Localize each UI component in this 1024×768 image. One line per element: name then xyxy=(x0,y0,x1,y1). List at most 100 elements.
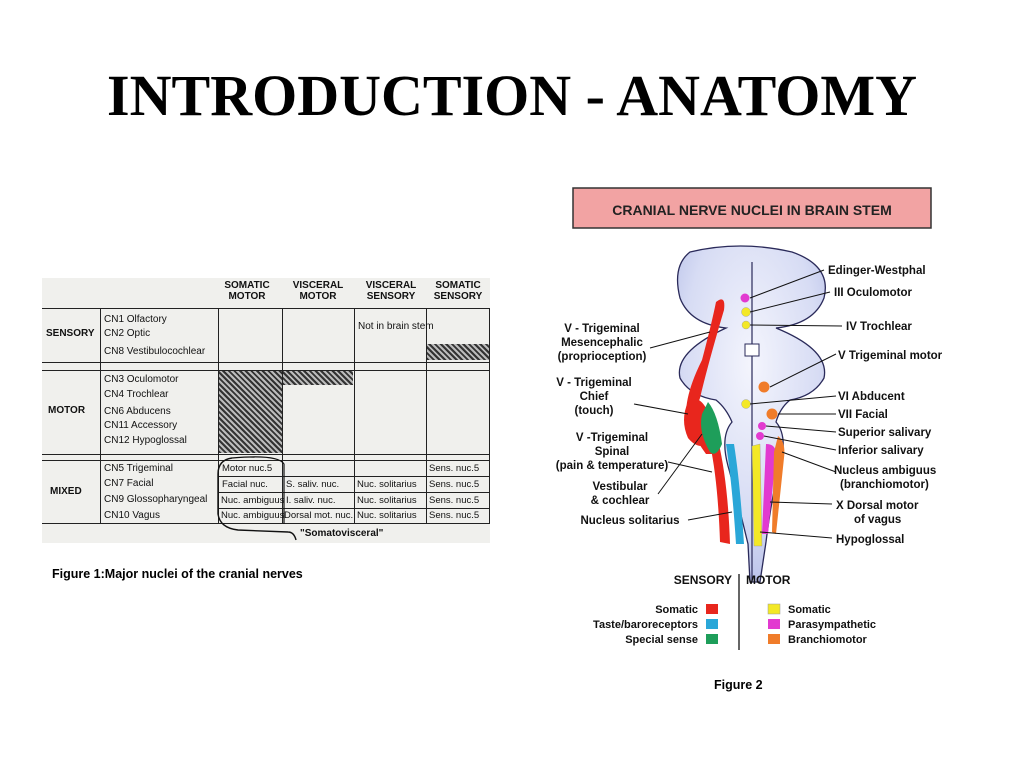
legend-sensory-title: SENSORY xyxy=(674,573,732,587)
hypoglossal-nucleus xyxy=(751,443,763,547)
group-label-sensory: SENSORY xyxy=(46,328,95,339)
trochlear-nucleus xyxy=(741,320,751,330)
table-rule xyxy=(42,370,490,371)
legend-swatch-branchiomotor xyxy=(768,634,780,644)
legend-swatch-special-sense xyxy=(706,634,718,644)
trigeminal-spinal-nucleus xyxy=(710,440,730,544)
somatovisceral-bracket xyxy=(217,456,297,541)
label-trigeminal-mesencephalic: V - Trigeminal xyxy=(564,323,639,335)
label-trigeminal-chief: Chief xyxy=(580,391,609,403)
legend-swatch-somatic-motor xyxy=(767,603,781,615)
label-nucleus-solitarius: Nucleus solitarius xyxy=(580,515,679,527)
table-rule xyxy=(218,308,219,523)
table-rule xyxy=(42,308,490,309)
table-rule xyxy=(426,308,427,523)
label-nucleus-ambiguus: (branchiomotor) xyxy=(840,479,929,491)
table-rule xyxy=(42,523,490,524)
label-superior-salivary: Superior salivary xyxy=(838,427,932,439)
nucleus-solitarius xyxy=(726,444,744,544)
nerve-label: CN1 Olfactory xyxy=(104,314,167,325)
table-cell: Sens. nuc.5 xyxy=(429,495,480,506)
group-label-motor: MOTOR xyxy=(48,405,86,416)
label-trigeminal-mesencephalic: Mesencephalic xyxy=(561,337,643,349)
legend-swatch-taste xyxy=(706,619,718,629)
leader-lines-right xyxy=(749,269,843,539)
nucleus-ambiguus xyxy=(772,436,785,534)
nerve-label: CN4 Trochlear xyxy=(104,389,169,400)
nerve-label: CN2 Optic xyxy=(104,328,151,339)
slide-title: INTRODUCTION - ANATOMY xyxy=(107,63,917,128)
nerve-label: CN5 Trigeminal xyxy=(104,463,173,474)
legend-swatch-somatic-sensory xyxy=(706,604,718,614)
hatched-cell xyxy=(427,344,489,360)
facial-nucleus xyxy=(766,408,778,420)
label-trigeminal-spinal: Spinal xyxy=(595,446,630,458)
label-edinger-westphal: Edinger-Westphal xyxy=(828,265,926,277)
nerve-label: CN10 Vagus xyxy=(104,510,160,521)
table-cell: Sens. nuc.5 xyxy=(429,463,480,474)
table-rule xyxy=(100,308,101,523)
abducent-nucleus xyxy=(741,399,751,409)
group-label-mixed: MIXED xyxy=(50,486,82,497)
nerve-label: CN6 Abducens xyxy=(104,406,171,417)
leader-lines-left xyxy=(633,331,733,521)
label-trigeminal-motor: V Trigeminal motor xyxy=(838,350,943,362)
oculomotor-nucleus xyxy=(741,307,751,317)
column-header-somatic-motor: SOMATIC MOTOR xyxy=(224,280,270,302)
table-cell: Nuc. ambiguus xyxy=(221,495,285,506)
legend-motor-title: MOTOR xyxy=(746,573,791,587)
dorsal-motor-vagus-nucleus xyxy=(762,444,776,534)
hatched-cell xyxy=(219,371,282,453)
label-trigeminal-spinal: V -Trigeminal xyxy=(576,432,648,444)
table-rule xyxy=(354,308,355,523)
table-rule xyxy=(42,454,490,455)
label-vestibular-cochlear: Vestibular xyxy=(593,481,648,493)
table-cell: Sens. nuc.5 xyxy=(429,479,480,490)
legend-swatch-parasympathetic xyxy=(768,619,780,629)
label-facial: VII Facial xyxy=(838,409,888,421)
label-trigeminal-chief: V - Trigeminal xyxy=(556,377,631,389)
legend-sensory-somatic: Somatic xyxy=(655,604,698,616)
inferior-salivary-nucleus xyxy=(756,432,764,440)
column-header-visceral-sensory: VISCERAL SENSORY xyxy=(365,280,417,302)
nerve-label: CN12 Hypoglossal xyxy=(104,435,187,446)
table-rule xyxy=(282,308,283,523)
table-cell: Facial nuc. xyxy=(222,479,268,490)
figure2-caption: Figure 2 xyxy=(714,678,763,692)
table-rule xyxy=(489,308,490,523)
legend-motor-branchiomotor: Branchiomotor xyxy=(788,634,868,646)
legend-motor-somatic: Somatic xyxy=(788,604,831,616)
figure2-header: CRANIAL NERVE NUCLEI IN BRAIN STEM xyxy=(612,202,892,218)
label-oculomotor: III Oculomotor xyxy=(834,287,912,299)
table-cell: Nuc. solitarius xyxy=(357,495,417,506)
table-cell: Nuc. ambiguus xyxy=(221,510,285,521)
table-cell: Dorsal mot. nuc. xyxy=(284,510,354,521)
edinger-westphal-nucleus xyxy=(740,293,750,303)
label-dorsal-motor-vagus: X Dorsal motor xyxy=(836,500,919,512)
table-rule xyxy=(42,362,490,363)
aqueduct xyxy=(744,343,760,357)
nerve-label: CN3 Oculomotor xyxy=(104,374,179,385)
label-trigeminal-spinal: (pain & temperature) xyxy=(556,460,669,472)
label-abducent: VI Abducent xyxy=(838,391,905,403)
figure2-header-box xyxy=(572,187,932,229)
legend-sensory-special: Special sense xyxy=(625,634,698,646)
hatched-cell xyxy=(283,371,353,385)
nerve-label: CN11 Accessory xyxy=(104,420,178,431)
legend-sensory-taste: Taste/baroreceptors xyxy=(593,619,698,631)
figure1-caption: Figure 1:Major nuclei of the cranial ner… xyxy=(52,567,303,581)
superior-salivary-nucleus xyxy=(758,422,766,430)
nerve-label: CN8 Vestibulocochlear xyxy=(104,346,206,357)
label-vestibular-cochlear: & cochlear xyxy=(591,495,650,507)
label-trochlear: IV Trochlear xyxy=(846,321,912,333)
legend-motor-parasympathetic: Parasympathetic xyxy=(788,619,876,631)
label-dorsal-motor-vagus: of vagus xyxy=(854,514,901,526)
column-header-visceral-motor: VISCERAL MOTOR xyxy=(292,280,344,302)
figure2-diagram: CRANIAL NERVE NUCLEI IN BRAIN STEM xyxy=(556,187,943,650)
label-trigeminal-mesencephalic: (proprioception) xyxy=(558,351,647,363)
trigeminal-motor-nucleus xyxy=(758,381,770,393)
nerve-label: CN9 Glossopharyngeal xyxy=(104,494,208,505)
table-cell: I. saliv. nuc. xyxy=(286,495,336,506)
table-cell: Nuc. solitarius xyxy=(357,510,417,521)
label-trigeminal-chief: (touch) xyxy=(575,405,614,417)
